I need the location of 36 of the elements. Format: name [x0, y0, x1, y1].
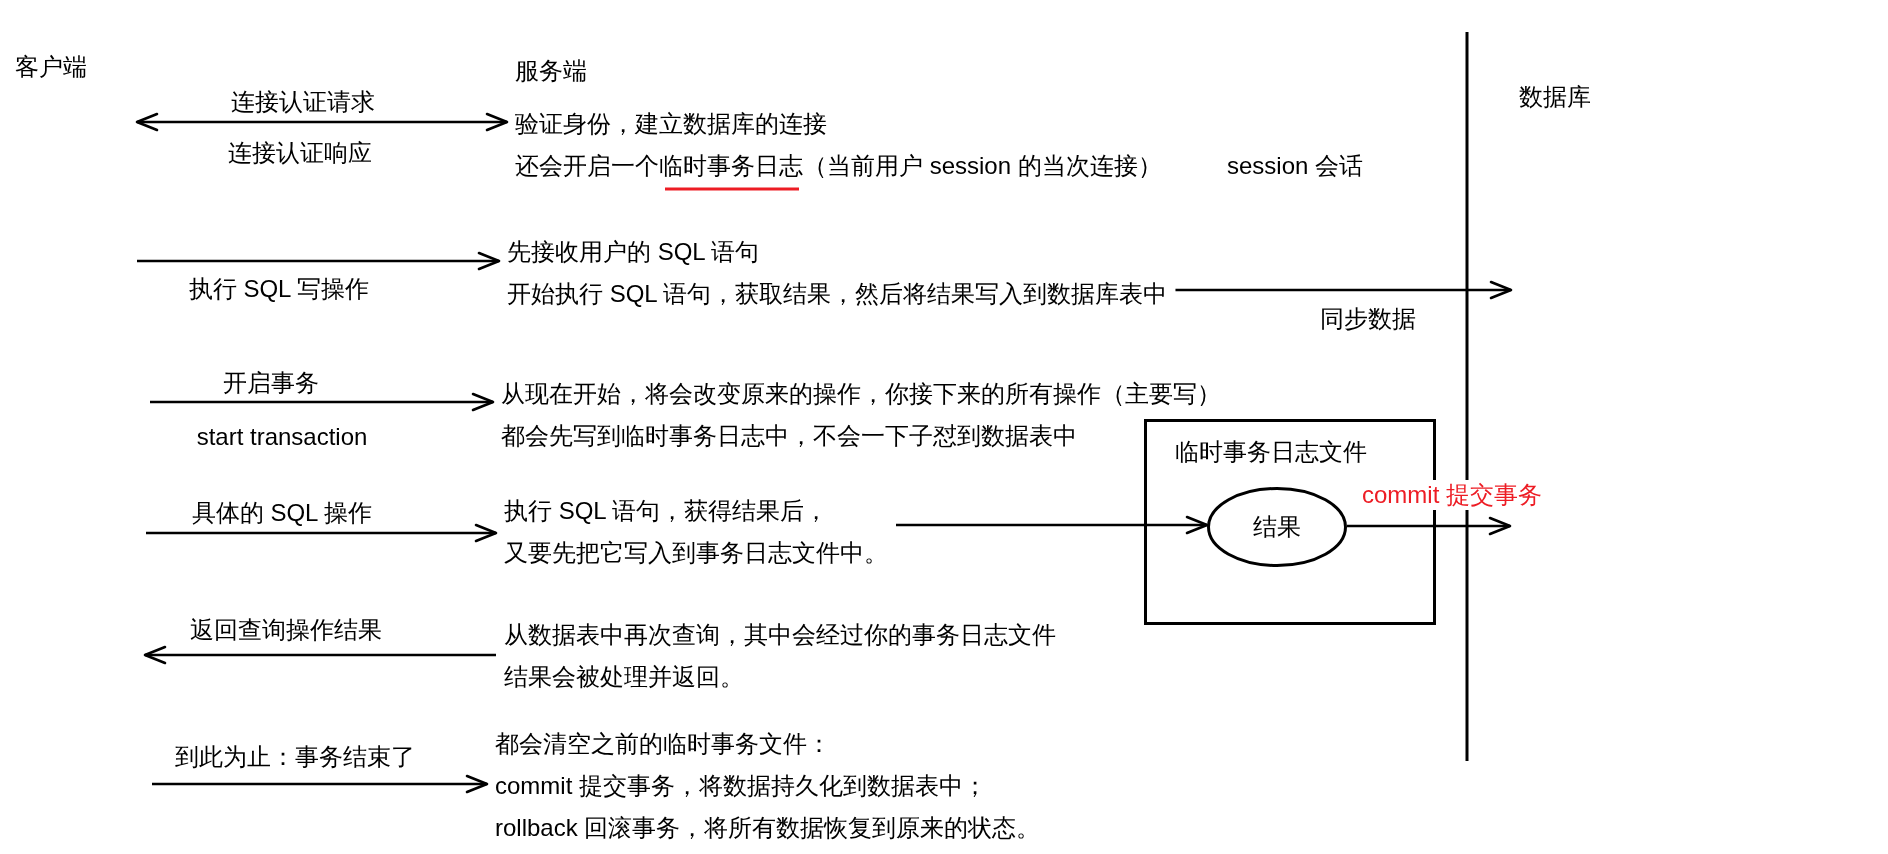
arrow — [152, 774, 489, 794]
side-note: session 会话 — [1227, 151, 1364, 181]
note-text: 都会先写到临时事务日志中，不会一下子怼到数据表中 — [501, 421, 1077, 451]
double-arrow — [135, 112, 509, 132]
note-text: 开始执行 SQL 语句，获取结果，然后将结果写入到数据库表中 — [507, 279, 1168, 309]
arrow — [1175, 280, 1513, 300]
arrow — [896, 515, 1209, 535]
note-text: rollback 回滚事务，将所有数据恢复到原来的状态。 — [495, 813, 1041, 843]
note-text: 又要先把它写入到事务日志文件中。 — [504, 538, 888, 568]
arrow — [1347, 516, 1512, 536]
lane-title: 数据库 — [1519, 82, 1591, 112]
edge-label: 返回查询操作结果 — [188, 615, 384, 645]
arrow — [137, 251, 501, 271]
box-title: 临时事务日志文件 — [1175, 437, 1367, 467]
note-text: 都会清空之前的临时事务文件： — [495, 729, 831, 759]
lane-title: 服务端 — [515, 56, 587, 86]
note-text: 验证身份，建立数据库的连接 — [515, 109, 827, 139]
arrow — [150, 392, 495, 412]
note-text: 先接收用户的 SQL 语句 — [507, 237, 760, 267]
edge-label: 连接认证请求 — [229, 87, 377, 117]
edge-label: 具体的 SQL 操作 — [189, 498, 375, 528]
edge-label: 开启事务 — [221, 368, 321, 398]
message-text: 连接认证响应 — [228, 138, 372, 168]
note-text: commit 提交事务，将数据持久化到数据表中； — [495, 771, 987, 801]
note-text: 还会开启一个临时事务日志（当前用户 session 的当次连接） — [515, 151, 1162, 181]
edge-label: commit 提交事务 — [1360, 480, 1544, 510]
edge-label: 执行 SQL 写操作 — [186, 274, 372, 304]
note-text: 结果会被处理并返回。 — [504, 662, 744, 692]
note-text: 从现在开始，将会改变原来的操作，你接下来的所有操作（主要写） — [501, 379, 1221, 409]
note-text: 执行 SQL 语句，获得结果后， — [504, 496, 829, 526]
ellipse-label: 结果 — [1253, 512, 1301, 542]
lane-title: 客户端 — [15, 52, 87, 82]
sql-command: start transaction — [196, 422, 368, 452]
note-text: 从数据表中再次查询，其中会经过你的事务日志文件 — [504, 620, 1056, 650]
arrow — [146, 523, 498, 543]
arrow — [143, 645, 496, 665]
